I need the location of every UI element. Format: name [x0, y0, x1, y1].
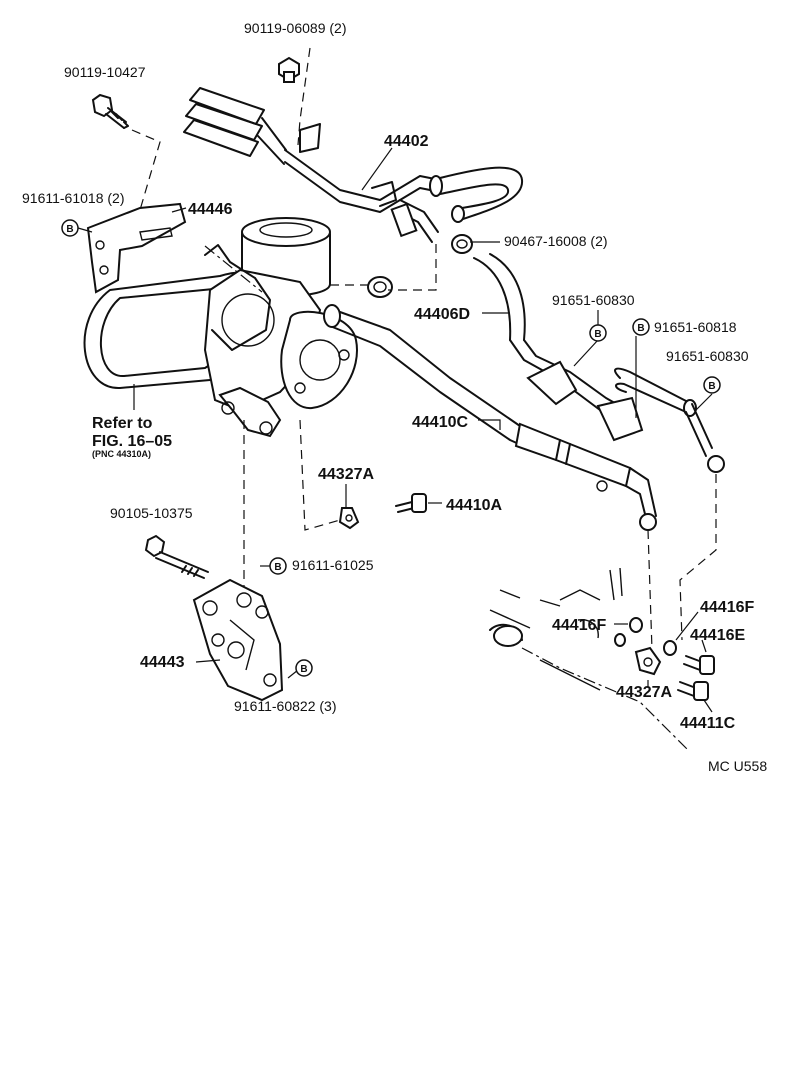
label-44411C: 44411C	[680, 715, 736, 732]
label-44416F-right: 44416F	[700, 599, 754, 616]
label-44416E: 44416E	[690, 627, 745, 644]
leader-44416F-right	[675, 611, 699, 641]
return-hose-44406D	[473, 253, 644, 442]
pressure-hose-44410C	[323, 304, 657, 531]
svg-text:B: B	[708, 381, 715, 392]
label-91651-60818: 91651-60818	[654, 319, 737, 335]
label-90467-16008: 90467-16008 (2)	[504, 233, 608, 249]
leader-dashed-washer	[299, 419, 341, 531]
label-44406D: 44406D	[414, 306, 470, 323]
label-44410C: 44410C	[412, 414, 468, 431]
hose-clamp	[330, 276, 393, 298]
label-91651-60830-a: 91651-60830	[552, 292, 635, 308]
label-91611-60822: 91611-60822 (3)	[234, 698, 336, 714]
clamp-90467-16008	[451, 234, 473, 254]
label-refer-line1: Refer to	[92, 415, 153, 432]
label-91611-61018: 91611-61018 (2)	[22, 190, 124, 206]
leader-44402	[361, 147, 393, 191]
label-90119-06089: 90119-06089 (2)	[244, 20, 346, 36]
bolt-90119-10427	[91, 93, 129, 129]
label-91611-61025: 91611-61025	[292, 557, 374, 573]
leader-44410C	[478, 419, 501, 430]
badge-b-91651-60830-a: B	[589, 324, 607, 342]
label-refer-line2: FIG. 16–05	[92, 433, 172, 450]
leader-dashed-90119-10427	[131, 129, 161, 211]
leader-91611-61018	[77, 227, 93, 233]
label-90119-10427: 90119-10427	[64, 64, 146, 80]
washer-44416F-left	[629, 617, 643, 633]
leader-44446	[171, 207, 187, 213]
svg-text:B: B	[300, 664, 307, 675]
label-44327A-right: 44327A	[616, 684, 672, 701]
svg-text:B: B	[637, 323, 644, 334]
leader-91651-60830-b	[695, 393, 713, 411]
bolt-90119-06089	[278, 56, 300, 83]
pump-mount-plate	[280, 310, 358, 410]
cooler-coil-44402	[183, 87, 321, 165]
label-44416F-left: 44416F	[552, 617, 606, 634]
engine-block	[489, 567, 689, 751]
leader-44416E	[701, 639, 707, 653]
pump-lower-lug	[218, 386, 282, 438]
label-91651-60830-b: 91651-60830	[666, 348, 749, 364]
svg-text:B: B	[594, 329, 601, 340]
leader-dashed-right-a	[647, 529, 653, 651]
svg-text:B: B	[66, 224, 73, 235]
hose-44402	[429, 166, 524, 223]
washer-44327A-left	[338, 507, 360, 530]
badge-b-91651-60830-b: B	[703, 376, 721, 394]
bracket-44446	[86, 202, 187, 294]
bolt-44410A	[395, 493, 427, 513]
label-44327A-left: 44327A	[318, 466, 374, 483]
bolt-44411C	[677, 681, 709, 701]
badge-b-91611-61025: B	[269, 557, 287, 575]
leader-44411C	[703, 699, 713, 713]
washer-small	[614, 633, 626, 647]
return-line-44402	[284, 149, 441, 243]
badge-b-91651-60818: B	[632, 318, 650, 336]
bolt-44416E	[683, 655, 715, 675]
label-90105-10375: 90105-10375	[110, 505, 193, 521]
bracket-44443	[192, 578, 284, 702]
svg-text:B: B	[274, 562, 281, 573]
washer-44416F-right	[663, 640, 677, 656]
label-refer-line3: (PNC 44310A)	[92, 449, 151, 459]
fitting-44327A-right	[634, 646, 662, 676]
return-tube-right	[614, 367, 725, 473]
badge-b-91611-61018: B	[61, 219, 79, 237]
leader-dashed-right-b	[679, 474, 717, 641]
label-44443: 44443	[140, 654, 185, 671]
label-figure-code: MC U558	[708, 758, 767, 774]
label-44446: 44446	[188, 201, 233, 218]
label-44410A: 44410A	[446, 497, 502, 514]
badge-b-91611-60822: B	[295, 659, 313, 677]
label-44402: 44402	[384, 133, 429, 150]
bolt-90105-10375	[144, 534, 209, 579]
leader-dashed-clamp	[388, 244, 437, 291]
leader-44443	[195, 659, 221, 663]
